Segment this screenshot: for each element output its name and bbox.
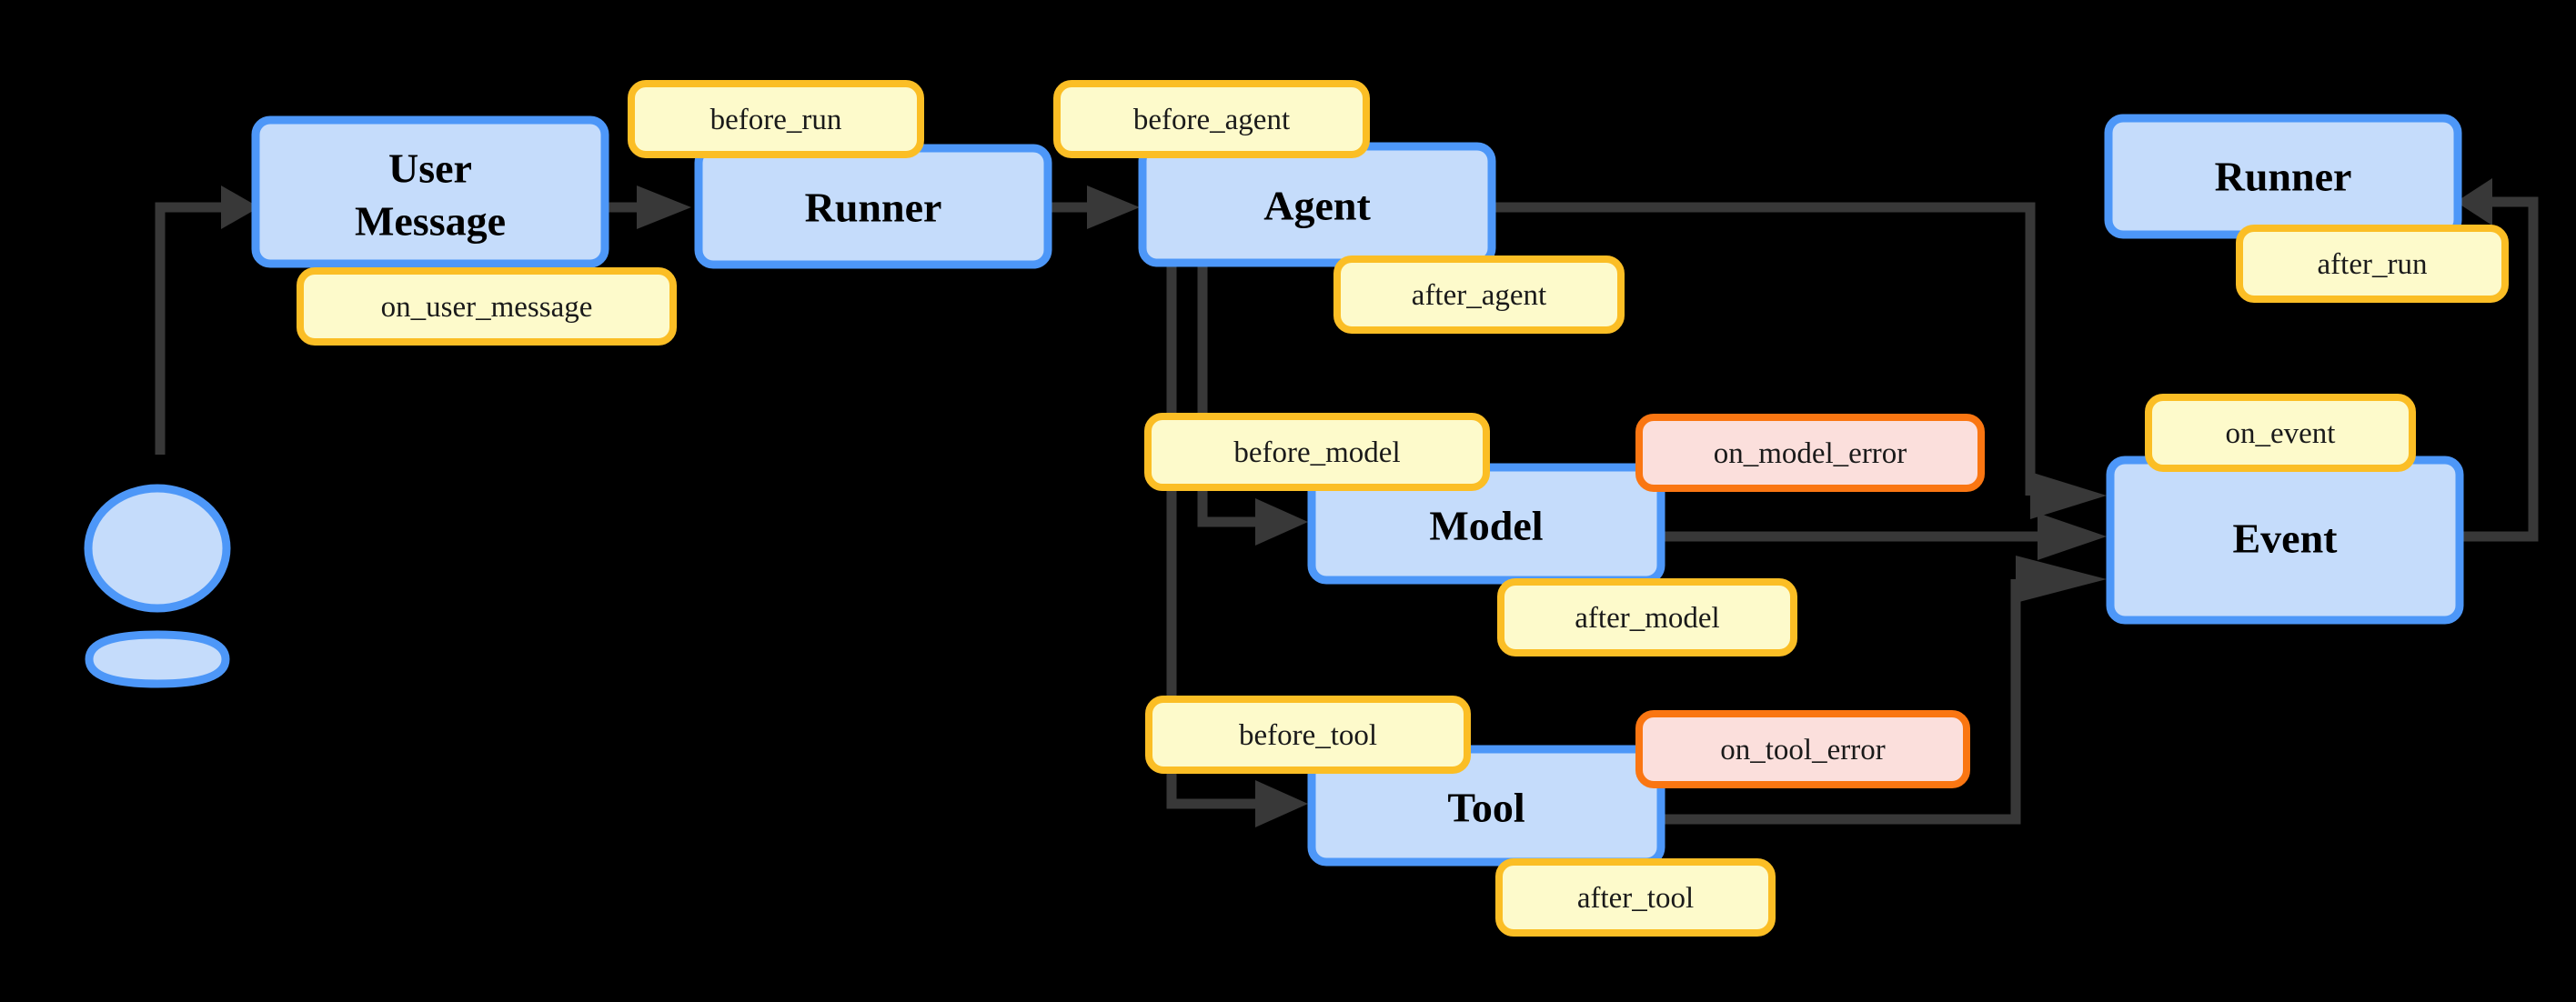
hook-badge-after-model-rect[interactable] <box>1497 578 1797 656</box>
edge-user-message-to-runner <box>605 185 691 229</box>
edge-agent-to-model <box>1197 262 1308 546</box>
node-event[interactable]: Event <box>2106 456 2464 625</box>
node-user-message-label-line1: User <box>388 145 472 192</box>
hook-badge-on-event-label: on_event <box>2226 417 2336 450</box>
user-actor-icon <box>84 484 231 688</box>
hook-badge-after-agent-label: after_agent <box>1412 279 1546 312</box>
hook-badge-on-user-message-label: on_user_message <box>381 291 593 324</box>
hook-badge-before-agent-label: before_agent <box>1133 104 1290 136</box>
node-user-message-rect[interactable] <box>251 115 609 268</box>
node-agent-label: Agent <box>1263 183 1371 229</box>
node-runner-right[interactable]: Runner <box>2104 114 2462 239</box>
node-model-label: Model <box>1429 503 1543 549</box>
hook-badge-after-agent[interactable]: after_agent <box>1333 256 1625 334</box>
hook-badge-before-tool-label: before_tool <box>1239 719 1377 752</box>
error-badge-on-model-error-label: on_model_error <box>1714 437 1907 470</box>
edge-tool-to-event <box>1660 556 2107 825</box>
hook-badge-before-agent[interactable]: before_agent <box>1053 80 1370 158</box>
error-badge-on-model-error[interactable]: on_model_error <box>1635 414 1985 492</box>
hook-badge-before-run[interactable]: before_run <box>628 80 924 158</box>
hook-badge-after-run-rect[interactable] <box>2236 225 2509 303</box>
edge-runner-to-agent <box>1048 185 1140 229</box>
hook-badge-before-agent-rect[interactable] <box>1053 80 1370 158</box>
hook-badge-before-run-rect[interactable] <box>628 80 924 158</box>
node-agent[interactable]: Agent <box>1138 142 1496 267</box>
edge-event-to-runner-right <box>2456 178 2539 542</box>
hook-badge-on-user-message[interactable]: on_user_message <box>297 267 677 346</box>
hook-badge-before-tool-rect[interactable] <box>1145 696 1471 774</box>
edge-layer <box>155 178 2539 827</box>
hook-badge-after-agent-rect[interactable] <box>1333 256 1625 334</box>
hook-badge-before-model[interactable]: before_model <box>1144 413 1490 491</box>
hook-badge-on-user-message-rect[interactable] <box>297 267 677 346</box>
error-badge-on-tool-error[interactable]: on_tool_error <box>1635 710 1970 788</box>
hook-badge-after-model[interactable]: after_model <box>1497 578 1797 656</box>
node-event-label: Event <box>2233 516 2339 562</box>
hook-badge-on-event-rect[interactable] <box>2145 394 2416 472</box>
error-badge-on-model-error-rect[interactable] <box>1635 414 1985 492</box>
edge-user-to-user-message <box>155 185 259 455</box>
hook-badge-after-run-label: after_run <box>2318 248 2428 281</box>
hook-badge-after-tool[interactable]: after_tool <box>1495 858 1776 937</box>
hook-badge-after-run[interactable]: after_run <box>2236 225 2509 303</box>
edge-model-to-event <box>1660 513 2107 560</box>
node-runner-left[interactable]: Runner <box>694 144 1052 269</box>
node-runner-right-label: Runner <box>2215 154 2352 200</box>
node-tool-label: Tool <box>1447 785 1524 831</box>
hook-badge-before-run-label: before_run <box>710 104 842 136</box>
hook-badge-before-model-rect[interactable] <box>1144 413 1490 491</box>
node-tool-rect[interactable] <box>1307 745 1665 867</box>
hook-badge-after-tool-label: after_tool <box>1577 882 1694 915</box>
edge-agent-to-event <box>1492 202 2107 519</box>
node-tool[interactable]: Tool <box>1307 745 1665 867</box>
hook-badge-on-event[interactable]: on_event <box>2145 394 2416 472</box>
node-user-message[interactable]: User Message <box>251 115 609 268</box>
node-user-message-label-line2: Message <box>355 198 506 245</box>
error-badge-on-tool-error-rect[interactable] <box>1635 710 1970 788</box>
error-badge-on-tool-error-label: on_tool_error <box>1720 734 1885 767</box>
hook-badge-after-tool-rect[interactable] <box>1495 858 1776 937</box>
hook-badge-before-model-label: before_model <box>1233 436 1400 469</box>
hook-badge-after-model-label: after_model <box>1575 602 1719 635</box>
node-runner-left-label: Runner <box>805 185 942 231</box>
hook-badge-before-tool[interactable]: before_tool <box>1145 696 1471 774</box>
